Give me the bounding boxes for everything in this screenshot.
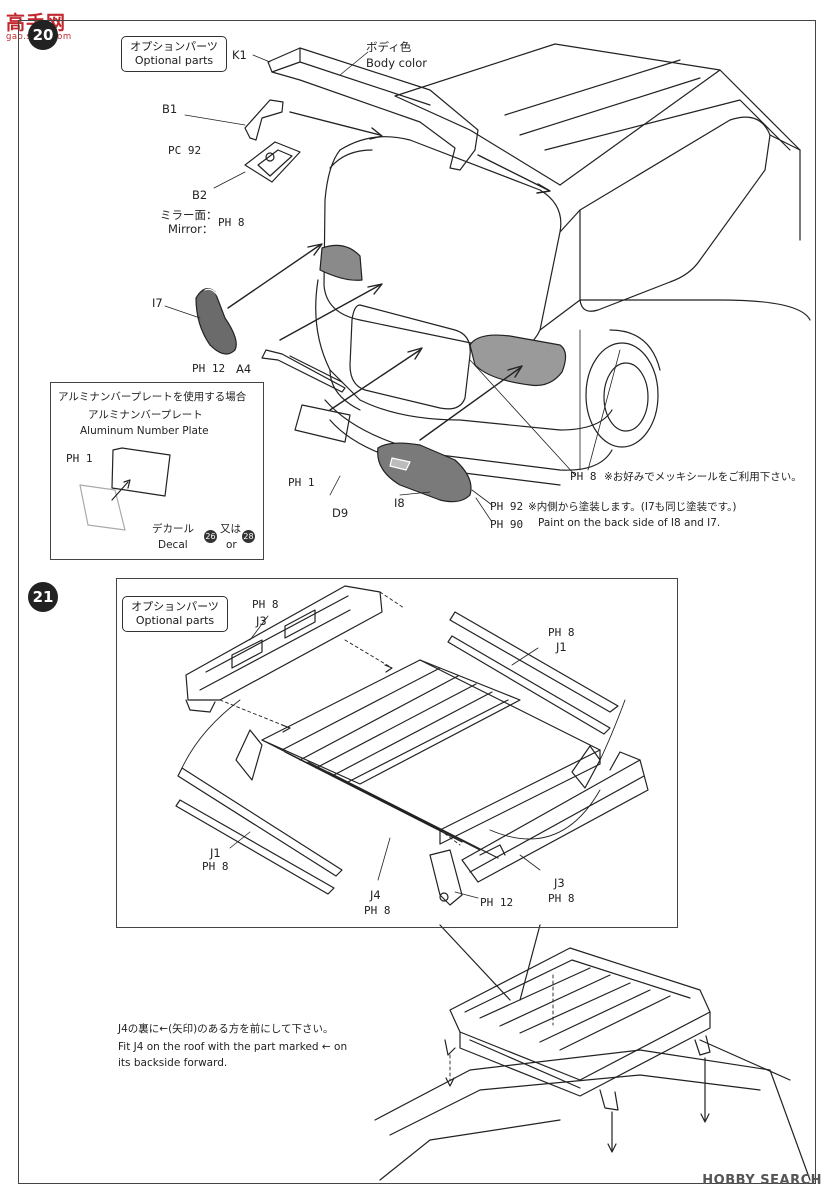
- roof-with-rack-drawing: [374, 924, 811, 1181]
- step-21-badge: 21: [28, 582, 58, 612]
- note-inside-jp: ※内側から塗装します。(I7も同じ塗装です。): [528, 501, 737, 513]
- label-j4: J4: [370, 888, 381, 902]
- optional-parts-jp-21: オプションパーツ: [131, 600, 219, 613]
- label-body-color-en: Body color: [366, 56, 428, 70]
- note-inside-en: Paint on the back side of I8 and I7.: [538, 517, 721, 529]
- label-j3-right: J3: [554, 876, 565, 890]
- instruction-en-2: its backside forward.: [118, 1057, 228, 1069]
- optional-parts-en: Optional parts: [134, 54, 214, 67]
- step21-optional-parts-box: オプションパーツ Optional parts: [122, 596, 228, 632]
- label-i8: I8: [394, 496, 405, 510]
- label-a4: A4: [236, 362, 252, 376]
- label-j1-right-ph8: PH 8: [548, 626, 575, 639]
- label-b1: B1: [162, 102, 178, 116]
- decal-26-marker: 26: [204, 530, 217, 543]
- hobby-search-watermark: HOBBY SEARCH: [702, 1173, 822, 1188]
- aluminum-title-en: Aluminum Number Plate: [80, 425, 209, 437]
- label-i7: I7: [152, 296, 163, 310]
- label-j1-left: J1: [210, 846, 221, 860]
- step-20-badge: 20: [28, 20, 58, 50]
- label-d9-ph1: PH 1: [288, 476, 315, 489]
- or-jp: 又は: [220, 523, 241, 535]
- optional-parts-jp: オプションパーツ: [130, 40, 218, 53]
- aluminum-plate-box: [50, 382, 264, 560]
- page-frame: [18, 20, 816, 1184]
- label-d9: D9: [332, 506, 349, 520]
- label-leg-ph12: PH 12: [480, 896, 514, 909]
- label-j3-right-ph8: PH 8: [548, 892, 575, 905]
- aluminum-header-jp: アルミナンバープレートを使用する場合: [58, 391, 247, 403]
- label-mirror-en: Mirror：: [168, 222, 214, 236]
- label-pc92: PC 92: [168, 144, 202, 157]
- roof-rack-exploded-drawing: [175, 585, 649, 906]
- label-body-color-jp: ボディ色: [366, 40, 412, 54]
- decal-jp: デカール: [152, 523, 194, 535]
- label-mirror-ph8: PH 8: [218, 216, 245, 229]
- decal-en: Decal: [158, 539, 188, 551]
- aluminum-ph1: PH 1: [66, 452, 93, 465]
- label-j4-ph8: PH 8: [364, 904, 391, 917]
- label-j3-top-ph8: PH 8: [252, 598, 279, 611]
- or-en: or: [226, 539, 237, 551]
- step21-frame: [116, 578, 678, 928]
- van-rear-drawing: [79, 43, 811, 531]
- decal-28-marker: 28: [242, 530, 255, 543]
- label-a4-ph12: PH 12: [192, 362, 226, 375]
- instruction-en-1: Fit J4 on the roof with the part marked …: [118, 1041, 348, 1053]
- note-mekki: ※お好みでメッキシールをご利用下さい。: [604, 471, 802, 483]
- label-j3-top: J3: [256, 614, 267, 628]
- optional-parts-en-21: Optional parts: [135, 614, 215, 627]
- step20-optional-parts-box: オプションパーツ Optional parts: [121, 36, 227, 72]
- aluminum-title-jp: アルミナンバープレート: [88, 409, 203, 421]
- label-k1: K1: [232, 48, 247, 62]
- label-ph90: PH 90: [490, 518, 524, 531]
- label-ph92: PH 92: [490, 500, 524, 513]
- label-b2: B2: [192, 188, 208, 202]
- label-j1-left-ph8: PH 8: [202, 860, 229, 873]
- label-j1-right: J1: [556, 640, 567, 654]
- label-plate-ph8: PH 8: [570, 470, 597, 483]
- instruction-jp: J4の裏に←(矢印)のある方を前にして下さい。: [118, 1023, 334, 1035]
- label-mirror-jp: ミラー面：: [160, 208, 218, 222]
